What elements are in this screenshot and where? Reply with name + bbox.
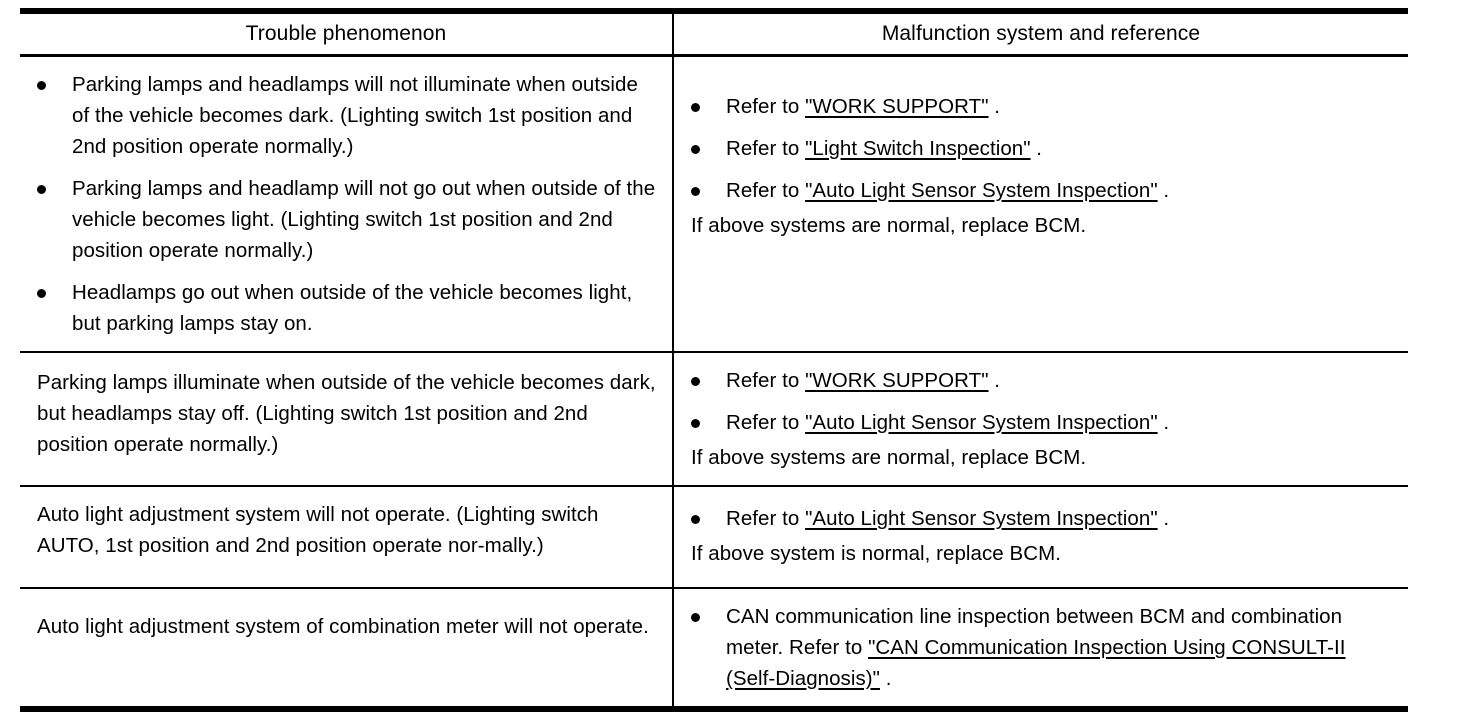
column-divider [672,14,674,54]
row-3-phenomenon-cell: Auto light adjustment system will not op… [20,487,672,587]
reference-prefix: Refer to [726,179,806,202]
column-divider [672,487,674,587]
list-item: Headlamps go out when outside of the veh… [37,277,658,339]
reference-link[interactable]: "Auto Light Sensor System Inspection" [805,411,1158,434]
table-header-row: Trouble phenomenon Malfunction system an… [20,14,1408,54]
table-row: Parking lamps and headlamps will not ill… [20,57,1408,351]
reference-note: If above systems are normal, replace BCM… [691,446,1087,469]
reference-note: If above systems are normal, replace BCM… [691,214,1087,237]
reference-note: If above system is normal, replace BCM. [691,542,1061,565]
reference-suffix: . [1030,137,1043,160]
phenomenon-text: Auto light adjustment system of combinat… [37,615,649,638]
row-separator [20,351,1408,353]
column-divider [672,353,674,485]
phenomenon-text: Parking lamps illuminate when outside of… [37,371,656,456]
bullet-dot-icon [691,377,700,386]
reference-prefix: Refer to [726,95,806,118]
bullet-dot-icon [691,187,700,196]
column-header-malfunction-system: Malfunction system and reference [881,22,1201,45]
list-item: Refer to "Auto Light Sensor System Inspe… [691,175,1394,206]
reference-link[interactable]: "Auto Light Sensor System Inspection" [805,179,1158,202]
row-4-phenomenon-cell: Auto light adjustment system of combinat… [20,589,672,706]
table-bottom-border [20,706,1408,712]
list-item: Refer to "Auto Light Sensor System Inspe… [691,503,1394,534]
header-cell-left: Trouble phenomenon [20,14,672,54]
reference-link[interactable]: "WORK SUPPORT" [805,95,989,118]
bullet-dot-icon [691,613,700,622]
header-cell-right: Malfunction system and reference [674,14,1408,54]
row-1-phenomenon-cell: Parking lamps and headlamps will not ill… [20,57,672,351]
list-item: Refer to "WORK SUPPORT" . [691,91,1394,122]
row-3-reference-cell: Refer to "Auto Light Sensor System Inspe… [674,487,1408,587]
row-1-reference-cell: Refer to "WORK SUPPORT" . Refer to "Ligh… [674,57,1408,351]
list-item: CAN communication line inspection betwee… [691,601,1394,694]
row-4-reference-cell: CAN communication line inspection betwee… [674,589,1408,706]
bullet-dot-icon [37,81,46,90]
reference-prefix: Refer to [726,137,806,160]
reference-suffix: . [988,95,1001,118]
row-2-phenomenon-cell: Parking lamps illuminate when outside of… [20,353,672,485]
reference-suffix: . [988,369,1001,392]
bullet-dot-icon [691,419,700,428]
column-header-trouble-phenomenon: Trouble phenomenon [245,22,447,45]
reference-link[interactable]: "Auto Light Sensor System Inspection" [805,507,1158,530]
reference-link[interactable]: "WORK SUPPORT" [805,369,989,392]
bullet-dot-icon [691,515,700,524]
header-separator [20,54,1408,57]
reference-suffix: . [1157,507,1170,530]
document-page: Trouble phenomenon Malfunction system an… [20,8,1408,712]
list-item: Refer to "Auto Light Sensor System Inspe… [691,407,1394,438]
bullet-dot-icon [37,185,46,194]
bullet-dot-icon [37,289,46,298]
table-top-border [20,8,1408,14]
row-separator [20,587,1408,589]
row-separator [20,485,1408,487]
bullet-dot-icon [691,145,700,154]
reference-prefix: Refer to [726,411,806,434]
table-row: Auto light adjustment system will not op… [20,487,1408,587]
column-divider [672,57,674,351]
reference-prefix: Refer to [726,369,806,392]
list-item-text: Headlamps go out when outside of the veh… [72,281,633,335]
table-row: Parking lamps illuminate when outside of… [20,353,1408,485]
list-item-text: Parking lamps and headlamps will not ill… [72,73,638,158]
list-item-text: Parking lamps and headlamp will not go o… [72,177,656,262]
phenomenon-text: Auto light adjustment system will not op… [37,503,599,557]
reference-link[interactable]: "Light Switch Inspection" [805,137,1031,160]
list-item: Parking lamps and headlamps will not ill… [37,69,658,162]
reference-prefix: Refer to [726,507,806,530]
list-item: Parking lamps and headlamp will not go o… [37,173,658,266]
table-row: Auto light adjustment system of combinat… [20,589,1408,706]
row-2-reference-cell: Refer to "WORK SUPPORT" . Refer to "Auto… [674,353,1408,485]
bullet-dot-icon [691,103,700,112]
reference-suffix: . [1157,179,1170,202]
list-item: Refer to "Light Switch Inspection" . [691,133,1394,164]
reference-suffix: . [1157,411,1170,434]
list-item: Refer to "WORK SUPPORT" . [691,365,1394,396]
troubleshooting-table: Trouble phenomenon Malfunction system an… [20,8,1408,712]
reference-suffix: . [879,667,892,690]
